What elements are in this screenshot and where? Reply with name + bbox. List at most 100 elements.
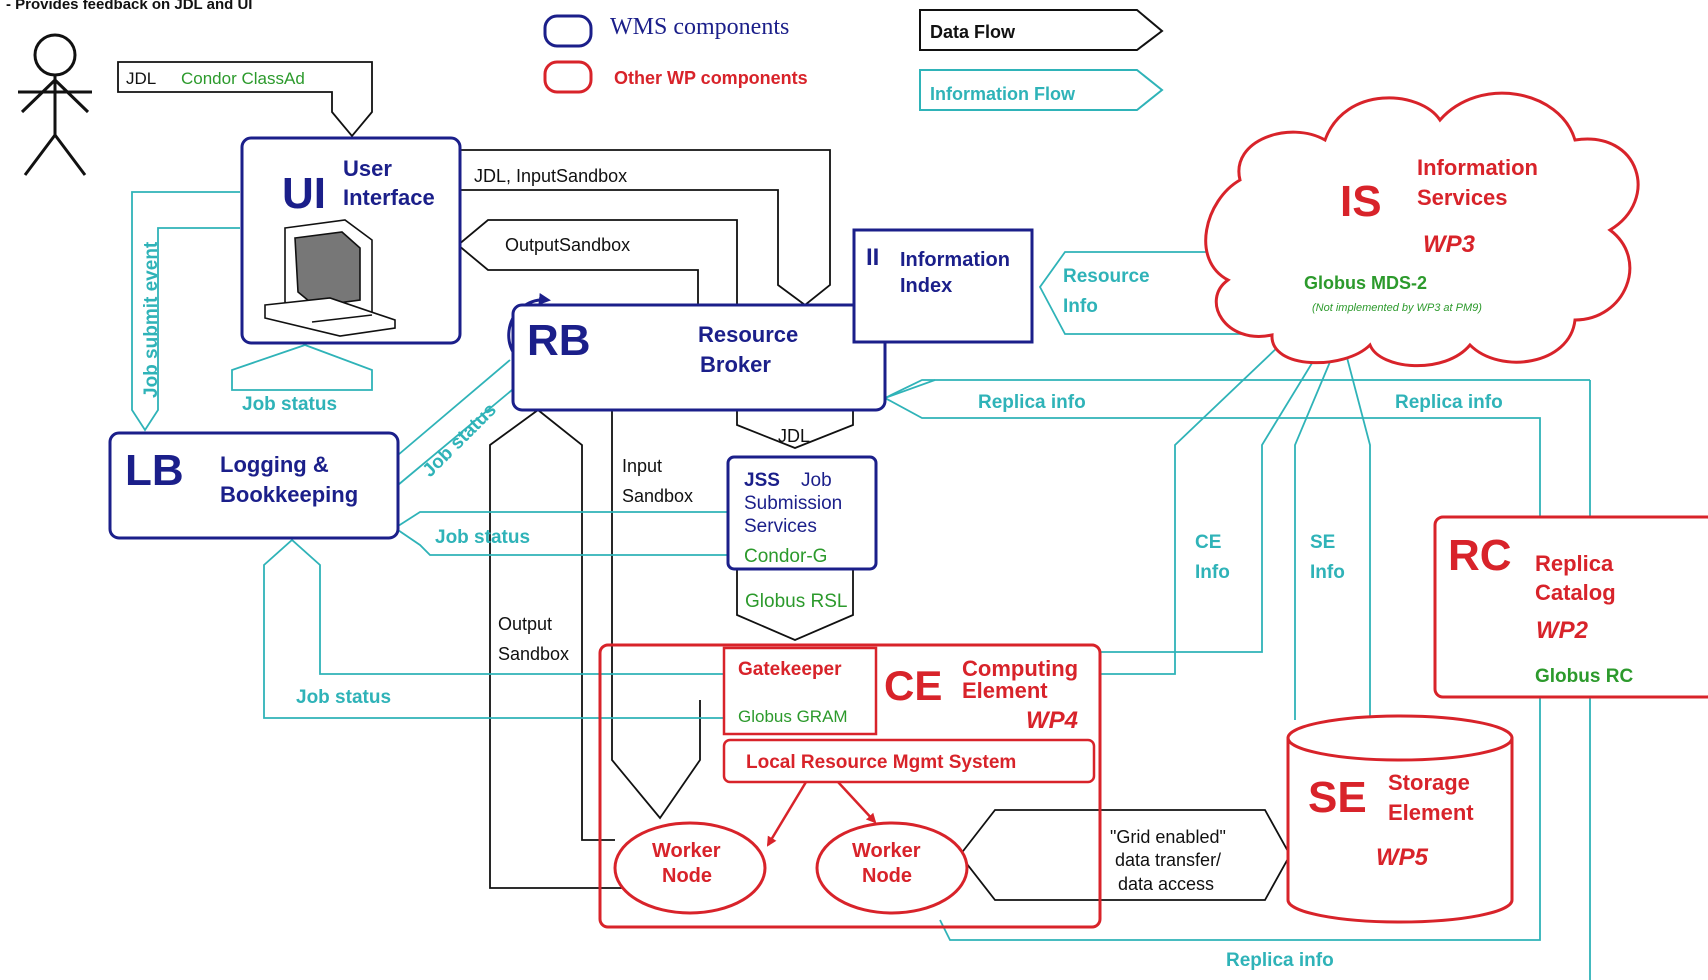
jss-component[interactable]: JSS Job Submission Services Condor-G <box>726 455 878 571</box>
jss-abbr: JSS <box>744 470 780 491</box>
se-wp: WP5 <box>1376 844 1429 871</box>
lrms-box <box>722 738 1096 784</box>
rb-line2: Broker <box>700 352 771 377</box>
worker-node-1-line1: Worker <box>652 840 721 862</box>
legend-info-flow-label: Information Flow <box>930 84 1076 104</box>
info-replica-rc: Replica info <box>1395 392 1503 413</box>
flow-input-sandbox-2: Sandbox <box>622 486 693 506</box>
legend-data-flow-label: Data Flow <box>930 22 1016 42</box>
ce-line2: Element <box>962 678 1048 703</box>
rb-line1: Resource <box>698 322 798 347</box>
info-job-status-ui: Job status <box>242 394 337 415</box>
flow-output-sandbox-1: Output <box>498 614 552 634</box>
legend-other-wp-swatch <box>543 60 593 94</box>
jss-line2: Submission <box>744 493 842 514</box>
jss-condor: Condor-G <box>744 546 827 567</box>
info-job-status-jss: Job status <box>435 527 530 548</box>
lb-line1: Logging & <box>220 452 329 477</box>
se-line1: Storage <box>1388 770 1470 795</box>
legend-wms-label: WMS components <box>610 14 789 40</box>
ii-abbr: II <box>866 244 879 271</box>
info-job-status-rb: Job status <box>419 399 501 481</box>
ui-component[interactable]: UI User Interface <box>240 136 462 345</box>
ce-component[interactable]: Gatekeeper Globus GRAM CE Computing Elem… <box>598 643 1102 929</box>
ui-line1: User <box>343 156 392 181</box>
user-jdl-label: JDL <box>126 69 156 88</box>
is-component[interactable]: IS Information Services WP3 Globus MDS-2… <box>1204 91 1640 368</box>
info-job-status-ce: Job status <box>296 687 391 708</box>
is-note: (Not implemented by WP3 at PM9) <box>1312 302 1482 314</box>
lb-line2: Bookkeeping <box>220 482 358 507</box>
gatekeeper-label: Gatekeeper <box>738 659 842 680</box>
info-replica-rb: Replica info <box>978 392 1086 413</box>
user-classad-label: Condor ClassAd <box>181 69 305 88</box>
ce-line1: Computing <box>962 656 1078 681</box>
info-ce-1: CE <box>1195 532 1221 553</box>
ce-wp: WP4 <box>1026 707 1078 734</box>
is-wp: WP3 <box>1423 231 1476 258</box>
legend-wms-swatch <box>543 14 593 48</box>
info-replica-bottom: Replica info <box>1226 950 1334 971</box>
info-resource-1: Resource <box>1063 266 1150 287</box>
worker-node-2-line2: Node <box>862 865 912 887</box>
lrms-label: Local Resource Mgmt System <box>746 752 1016 773</box>
rb-abbr: RB <box>527 316 591 365</box>
info-job-submit-event: Job submit event <box>141 241 162 398</box>
legend: WMS components Other WP components Data … <box>543 9 1164 111</box>
info-se-2: Info <box>1310 562 1345 583</box>
gatekeeper-box <box>722 646 878 736</box>
rc-globus: Globus RC <box>1535 666 1633 687</box>
rc-line1: Replica <box>1535 551 1614 576</box>
legend-data-flow-arrow <box>919 9 1164 51</box>
worker-node-2 <box>815 821 969 915</box>
se-component[interactable]: SE Storage Element WP5 <box>1286 714 1514 924</box>
rc-line2: Catalog <box>1535 580 1616 605</box>
rb-component[interactable]: RB Resource Broker <box>511 303 887 412</box>
data-flow-labels: JDL, InputSandbox OutputSandbox JDL Inpu… <box>474 166 1226 894</box>
globus-gram-label: Globus GRAM <box>738 707 848 726</box>
is-cloud-shape <box>1204 91 1640 368</box>
flow-jdl: JDL <box>778 426 810 446</box>
lb-component[interactable]: LB Logging & Bookkeeping <box>108 431 400 540</box>
is-globus: Globus MDS-2 <box>1304 273 1427 293</box>
se-line2: Element <box>1388 800 1474 825</box>
rc-abbr: RC <box>1448 531 1512 580</box>
legend-other-wp-label: Other WP components <box>614 68 808 88</box>
lb-abbr: LB <box>125 446 184 495</box>
worker-node-1 <box>613 821 767 915</box>
ce-abbr: CE <box>884 662 942 709</box>
header-note: - Provides feedback on JDL and UI <box>6 0 252 13</box>
worker-node-1-line2: Node <box>662 865 712 887</box>
flow-jdl-inputsandbox: JDL, InputSandbox <box>474 166 627 186</box>
flow-outputsandbox: OutputSandbox <box>505 235 630 255</box>
flow-output-sandbox-2: Sandbox <box>498 644 569 664</box>
worker-node-2-line1: Worker <box>852 840 921 862</box>
rc-wp: WP2 <box>1536 617 1589 644</box>
computer-icon <box>264 219 396 337</box>
legend-info-flow-arrow <box>919 69 1164 111</box>
is-abbr: IS <box>1340 177 1382 226</box>
flow-globus-rsl: Globus RSL <box>745 591 847 612</box>
ii-component[interactable]: II Information Index <box>852 228 1034 344</box>
jss-line1: Job <box>801 470 832 491</box>
flow-grid-3: data access <box>1118 874 1214 894</box>
ii-line1: Information <box>900 249 1010 271</box>
info-ce-2: Info <box>1195 562 1230 583</box>
se-abbr: SE <box>1308 773 1367 822</box>
flow-grid-1: "Grid enabled" <box>1110 827 1226 847</box>
is-line1: Information <box>1417 155 1538 180</box>
flow-grid-2: data transfer/ <box>1115 850 1221 870</box>
flow-input-sandbox-1: Input <box>622 456 662 476</box>
info-se-1: SE <box>1310 532 1335 553</box>
user-figure-icon <box>18 33 92 176</box>
info-flows <box>131 191 1591 980</box>
jss-line3: Services <box>744 516 817 537</box>
info-resource-2: Info <box>1063 296 1098 317</box>
ui-abbr: UI <box>282 169 326 218</box>
ui-line2: Interface <box>343 185 435 210</box>
is-line2: Services <box>1417 185 1508 210</box>
ii-line2: Index <box>900 275 952 297</box>
rc-component[interactable]: RC Replica Catalog WP2 Globus RC <box>1433 515 1708 699</box>
